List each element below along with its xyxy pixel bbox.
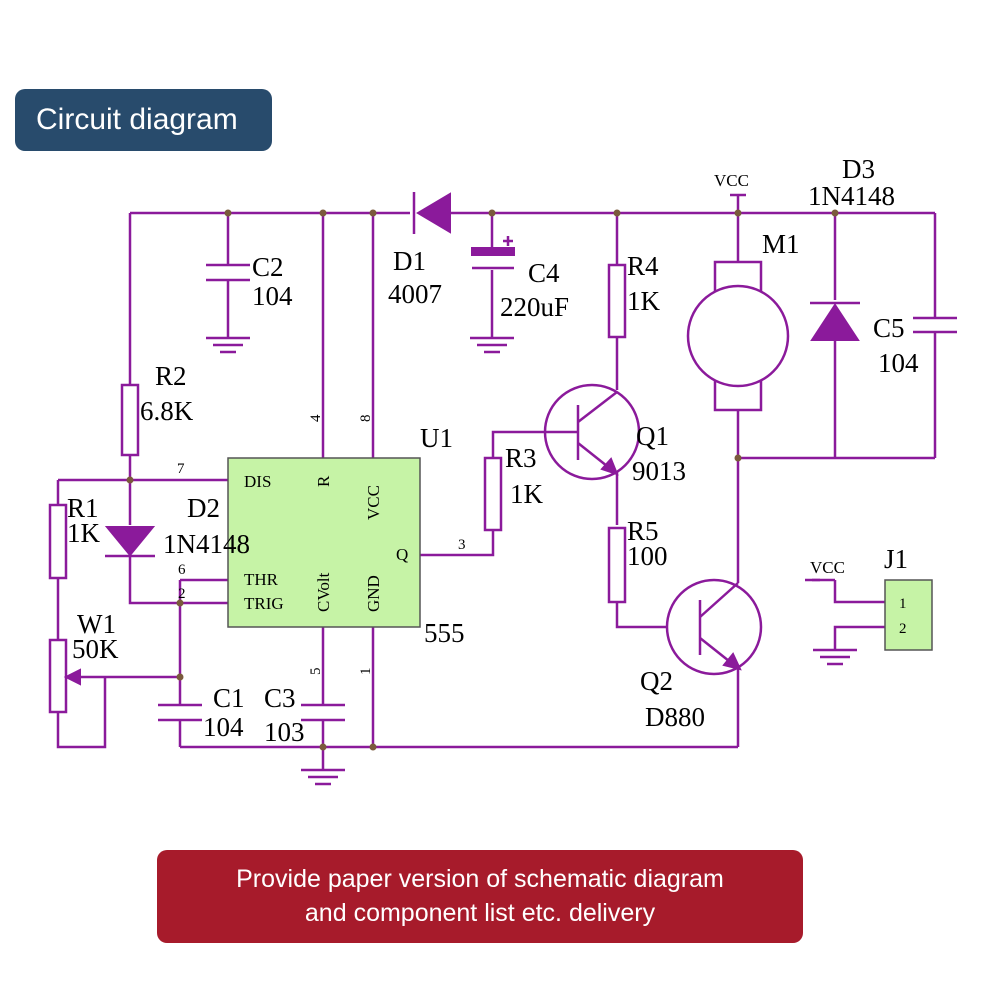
u1-pin-num-7: 7 [177,461,185,477]
r2-value: 6.8K [140,396,194,426]
d2-ref: D2 [187,493,220,523]
d2-value: 1N4148 [163,529,250,559]
q2-value: D880 [645,702,705,732]
u1-pin-thr: THR [244,570,279,589]
u1-pin-trig: TRIG [244,594,284,613]
potentiometer-w1: W1 50K [48,609,119,714]
u1-pin-num-6: 6 [178,562,186,578]
j1-vcc-label: VCC [810,558,845,577]
q1-value: 9013 [632,456,686,486]
r4-value: 1K [627,286,661,316]
ground-symbol-c2 [206,336,250,354]
resistor-r5: R5 100 [607,516,668,604]
j1-pin-2: 2 [899,621,907,637]
w1-ref: W1 [77,609,116,639]
r4-ref: R4 [627,251,659,281]
c2-ref: C2 [252,252,284,282]
j1-ref: J1 [884,544,908,574]
u1-pin-dis: DIS [244,472,271,491]
c4-value: 220uF [500,292,569,322]
d3-ref: D3 [842,154,875,184]
diode-d2: D2 1N4148 [104,493,250,559]
u1-pin-cvolt: CVolt [314,572,333,612]
d1-ref: D1 [393,246,426,276]
transistor-q2: Q2 D880 [640,578,763,732]
r2-ref: R2 [155,361,187,391]
capacitor-c3: C3 103 [264,683,345,747]
capacitor-c4: C4 220uF [471,236,569,322]
u1-pin-num-4: 4 [308,414,324,422]
u1-ref: U1 [420,423,453,453]
vcc-top-label: VCC [714,171,749,190]
u1-pin-vcc: VCC [364,485,383,520]
capacitor-c2: C2 104 [206,252,293,311]
resistor-r2: R2 6.8K [120,361,194,457]
c3-ref: C3 [264,683,296,713]
m1-ref: M1 [762,229,800,259]
u1-pin-num-5: 5 [308,668,324,676]
c4-ref: C4 [528,258,560,288]
ic-u1-555: U1 555 DIS THR TRIG Q R VCC CVolt GND 7 … [177,414,466,675]
r1-value: 1K [67,518,101,548]
resistor-r1: R1 1K [48,493,101,580]
c2-value: 104 [252,281,293,311]
c1-ref: C1 [213,683,245,713]
diode-d1: D1 4007 [388,192,451,309]
c1-value: 104 [203,712,244,742]
capacitor-c5: C5 104 [873,313,957,378]
diode-d3: D3 1N4148 [808,154,895,341]
delivery-note-line-1: Provide paper version of schematic diagr… [236,865,724,893]
transistor-q1: Q1 9013 [543,383,686,486]
delivery-note-badge: Provide paper version of schematic diagr… [157,850,803,943]
c5-value: 104 [878,348,919,378]
u1-pin-q: Q [396,545,408,564]
junction-dots [126,209,839,751]
u1-type: 555 [424,618,465,648]
connector-j1: J1 VCC 1 2 [805,544,933,666]
j1-pin-1: 1 [899,596,907,612]
capacitor-c1: C1 104 [158,683,245,742]
r5-value: 100 [627,541,668,571]
c3-value: 103 [264,717,305,747]
q1-ref: Q1 [636,421,669,451]
u1-pin-num-2: 2 [178,586,186,602]
r1-ref: R1 [67,493,99,523]
u1-pin-gnd: GND [364,575,383,612]
diagram-title: Circuit diagram [36,103,238,136]
r3-ref: R3 [505,443,537,473]
title-badge: Circuit diagram [15,89,272,151]
r5-ref: R5 [627,516,659,546]
d3-value: 1N4148 [808,181,895,211]
u1-pin-num-1: 1 [358,668,374,676]
u1-pin-num-3: 3 [458,537,466,553]
resistor-r4: R4 1K [607,251,661,339]
u1-pin-num-8: 8 [358,415,374,423]
ground-symbol-main [301,768,345,786]
ground-symbol-c4 [470,336,514,354]
q2-ref: Q2 [640,666,673,696]
u1-pin-r: R [314,475,333,487]
wires [56,193,937,770]
r3-value: 1K [510,479,544,509]
c5-ref: C5 [873,313,905,343]
motor-m1: M1 [686,229,800,412]
delivery-note-line-2: and component list etc. delivery [304,899,656,927]
resistor-r3: R3 1K [483,443,544,532]
d1-value: 4007 [388,279,442,309]
w1-value: 50K [72,634,119,664]
